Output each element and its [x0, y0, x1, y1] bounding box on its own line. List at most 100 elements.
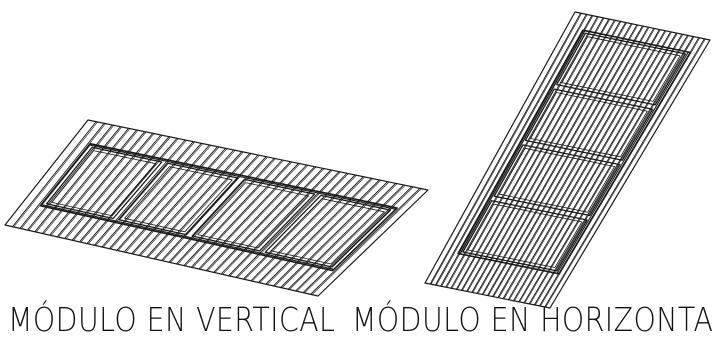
- solar-module: [119, 163, 238, 234]
- roof-rib: [493, 27, 648, 296]
- roof-rib: [139, 150, 234, 255]
- roof-rib: [515, 32, 672, 301]
- roof-rib: [206, 165, 306, 271]
- roof-rib: [266, 178, 372, 284]
- mounting-rail: [557, 52, 688, 273]
- roof-rib: [170, 157, 267, 263]
- roof-rib: [223, 169, 325, 275]
- roof-rib: [27, 125, 112, 230]
- roof-rib: [473, 23, 627, 293]
- roof-rib: [36, 127, 122, 232]
- roof-rib: [169, 157, 266, 263]
- roof-rib: [184, 160, 282, 266]
- solar-module: [557, 33, 686, 105]
- solar-module-glass: [468, 204, 582, 267]
- roof-rib: [488, 26, 643, 296]
- roof-rib: [21, 124, 105, 229]
- roof-rib: [303, 187, 412, 293]
- roof-rib: [51, 130, 138, 235]
- roof-rib: [118, 145, 211, 250]
- solar-module: [494, 145, 620, 216]
- roof-rib: [525, 34, 683, 303]
- solar-module-glass: [125, 167, 233, 232]
- solar-module: [525, 89, 652, 160]
- roof-rib: [59, 132, 147, 237]
- roof-rib: [35, 127, 121, 232]
- module-group-vertical: [41, 144, 397, 271]
- roof-rib: [208, 165, 308, 271]
- roof-rib: [237, 172, 340, 278]
- roof-rib: [468, 22, 621, 292]
- roof-rib: [431, 13, 581, 284]
- roof-rib: [530, 36, 688, 305]
- roof-rib: [154, 153, 250, 258]
- roof-rib: [65, 133, 153, 238]
- roof-rib: [494, 27, 649, 296]
- roof-rib: [20, 123, 104, 228]
- roof-rib: [191, 162, 290, 268]
- roof-rib: [111, 144, 203, 249]
- roof-rib: [435, 14, 586, 285]
- roof-rib: [117, 145, 210, 250]
- roof-rib: [524, 34, 682, 303]
- roof-rib: [88, 139, 178, 244]
- roof-rib: [141, 150, 236, 255]
- roof-rib: [304, 187, 413, 293]
- roof-rib: [457, 19, 610, 289]
- roof-rib: [96, 140, 187, 245]
- roof-rib: [57, 132, 145, 237]
- roof-rib: [162, 155, 259, 261]
- roof-rib: [311, 188, 420, 294]
- roof-rib: [296, 185, 404, 291]
- roof-rib: [50, 130, 137, 235]
- roof-rib: [80, 137, 170, 242]
- roof-rib: [102, 142, 193, 247]
- roof-rib: [509, 31, 666, 300]
- roof-rib: [267, 179, 373, 285]
- roof-rib: [297, 185, 405, 291]
- solar-module: [47, 147, 162, 218]
- roof-rib: [221, 168, 323, 274]
- roof-rib: [275, 180, 381, 286]
- roof-rib: [236, 172, 339, 278]
- solar-module-glass: [198, 183, 309, 248]
- roof-rib: [230, 170, 332, 276]
- roof-rib: [273, 180, 379, 286]
- roof-rib: [514, 32, 671, 301]
- mounting-rail: [460, 31, 585, 254]
- roof-rib: [229, 170, 331, 276]
- roof-rib: [44, 129, 130, 234]
- roof-rib: [446, 17, 598, 288]
- roof-rib: [94, 140, 185, 245]
- roof-rib: [178, 159, 276, 265]
- roof-rib: [132, 148, 226, 253]
- roof-rib: [477, 24, 631, 294]
- roof-rib: [545, 39, 705, 307]
- roof-rib: [508, 31, 665, 300]
- roof-rib: [483, 25, 638, 295]
- solar-module-glass: [52, 151, 156, 216]
- roof-rib: [133, 149, 227, 254]
- solar-module-glass: [531, 93, 648, 157]
- roof-rib: [214, 167, 315, 273]
- roof-rib: [499, 29, 655, 298]
- roof-rib: [312, 189, 422, 295]
- roof-rib: [519, 33, 677, 302]
- roof-rib: [245, 174, 349, 280]
- roof-rib: [281, 182, 388, 288]
- roof-rib: [520, 33, 678, 302]
- roof-rib: [147, 152, 242, 257]
- roof-rib: [478, 24, 632, 294]
- roof-rib: [430, 13, 580, 284]
- roof-rib: [42, 128, 128, 233]
- roof-rib: [260, 177, 365, 283]
- caption-module-horizontal: MÓDULO EN HORIZONTAL: [352, 300, 712, 339]
- roof-rib: [258, 177, 363, 283]
- roof-rib: [451, 18, 603, 288]
- module-array-frame: [41, 144, 397, 271]
- roof-rib: [288, 183, 395, 289]
- solar-module-glass: [271, 199, 384, 264]
- roof-rib: [185, 160, 284, 266]
- roof-rib: [148, 152, 243, 257]
